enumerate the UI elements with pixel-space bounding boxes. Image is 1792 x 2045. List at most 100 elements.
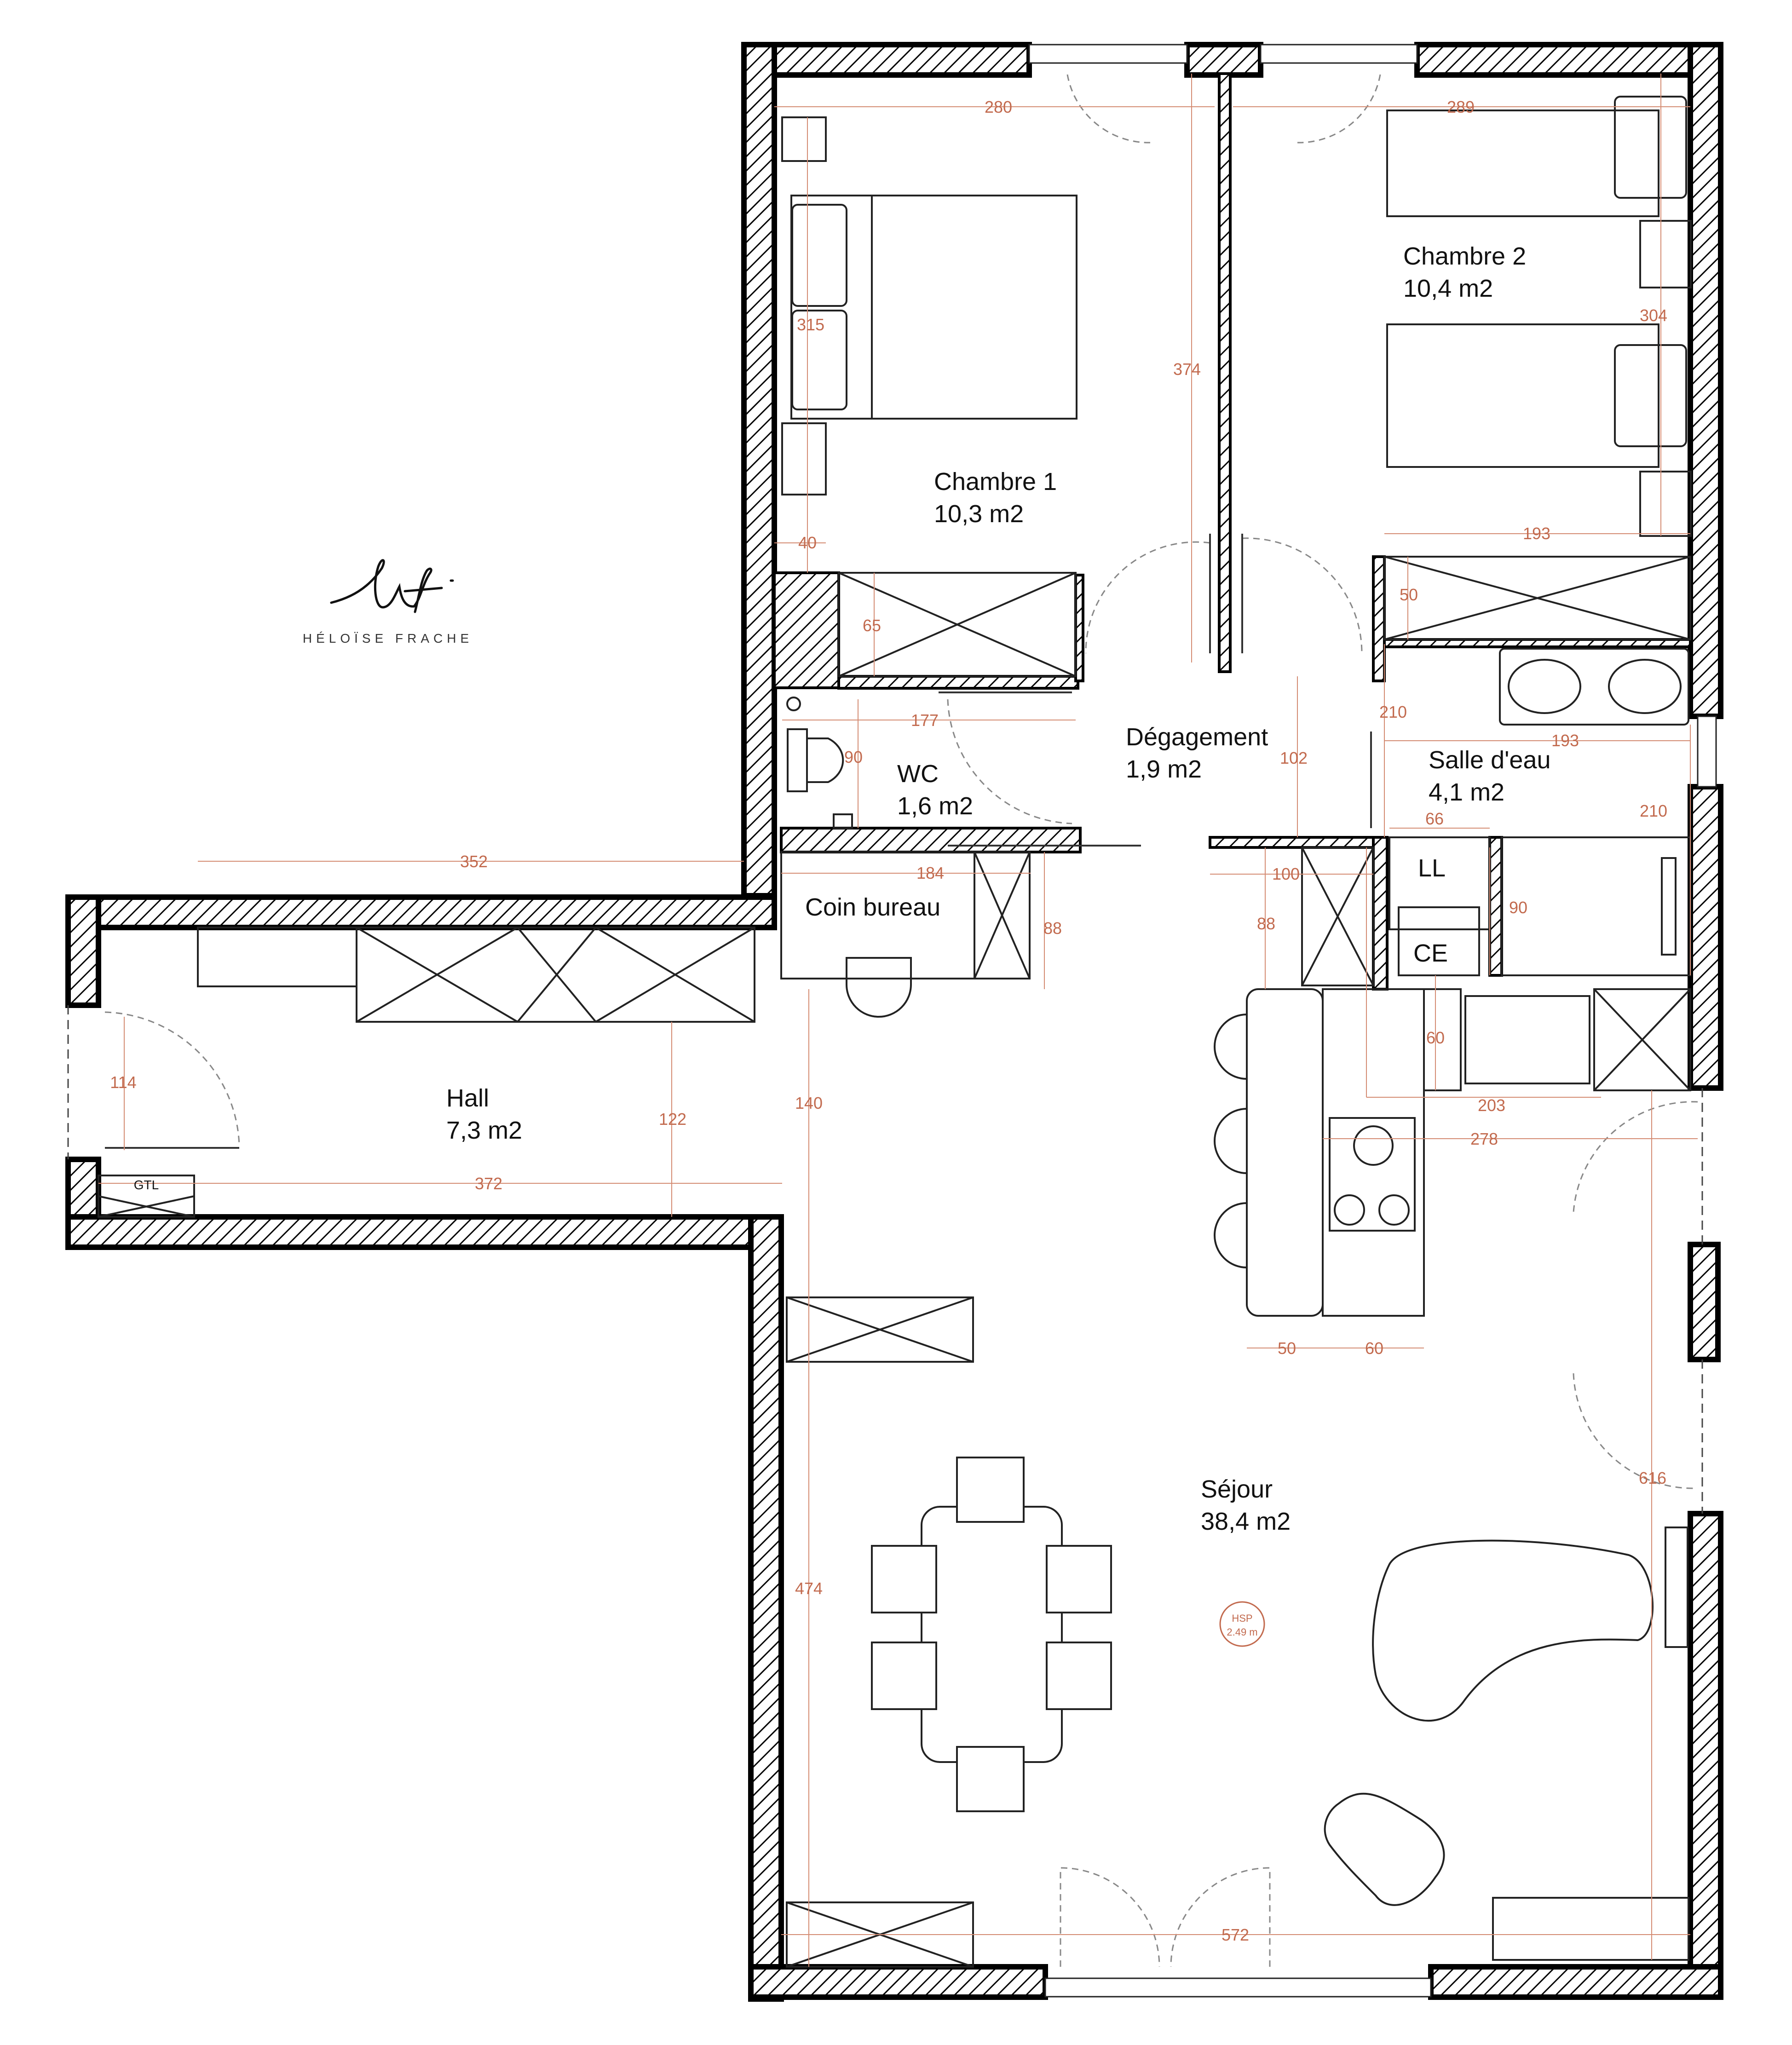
wall-sde-north <box>1383 638 1692 648</box>
closet-c1-x2 <box>838 572 1076 677</box>
desk-chair <box>846 957 912 1018</box>
tv-unit <box>1492 1897 1689 1961</box>
windows <box>67 44 1717 1998</box>
wall-west-lower <box>748 1214 784 2002</box>
hsp-badge <box>1219 1601 1265 1647</box>
wall-east-2 <box>1688 784 1723 1091</box>
toilet-icon <box>806 737 844 783</box>
dim-50-island: 50 <box>1278 1339 1296 1358</box>
nightstand-c2 <box>1639 220 1692 288</box>
wall-south-1 <box>748 1964 1048 2000</box>
desk-cabinet <box>974 851 1031 979</box>
coin-bureau-name: Coin bureau <box>805 893 940 921</box>
wall-sde-west <box>1372 555 1386 682</box>
wall-chambre1-south <box>837 675 1079 690</box>
dim-315: 315 <box>797 315 824 334</box>
wall-south-2 <box>1428 1964 1723 2000</box>
bed-2-chambre2 <box>1386 323 1659 468</box>
wc-name: WC <box>897 760 939 788</box>
hall-bench <box>197 927 357 987</box>
wall-hall-north <box>65 894 777 930</box>
sideboard <box>786 1296 974 1363</box>
door-arc-sejour-south-2 <box>1170 1867 1271 1967</box>
dim-210-right: 210 <box>1640 801 1667 820</box>
dim-616: 616 <box>1639 1469 1666 1487</box>
nightstand-2-c2 <box>1639 471 1692 537</box>
door-arc-wc <box>947 699 1072 824</box>
wall-closet-end <box>1074 574 1084 682</box>
sideboard-x2 <box>786 1296 974 1363</box>
wc-brush-icon <box>786 697 801 711</box>
hall-cabinet-x4 <box>517 927 597 1023</box>
wall-north-3 <box>1414 42 1723 78</box>
degagement-closet <box>1301 847 1374 986</box>
bar-stool-2 <box>1214 1108 1247 1174</box>
chair-6 <box>1046 1642 1112 1710</box>
door-arc-chambre2-window <box>1297 74 1381 144</box>
window-chambre1 <box>1028 44 1188 64</box>
pillow-bed2-c2 <box>1614 344 1687 447</box>
degagement-name: Dégagement <box>1126 723 1268 751</box>
dim-177: 177 <box>911 711 939 730</box>
wall-degagement-south <box>1209 836 1375 849</box>
dim-193-top: 193 <box>1523 524 1550 543</box>
sink-1-icon <box>1508 659 1581 714</box>
dim-352: 352 <box>460 852 488 871</box>
dimension-labels: 280 289 315 374 304 40 193 65 50 177 90 … <box>110 98 1667 1944</box>
chambre1-area: 10,3 m2 <box>934 500 1024 528</box>
chambre1-name: Chambre 1 <box>934 468 1057 495</box>
bar-stool-3 <box>1214 1202 1247 1268</box>
dim-114: 114 <box>110 1073 136 1092</box>
door-arc-chambre2 <box>1242 537 1363 654</box>
wc-tank <box>787 728 808 792</box>
degagement-area: 1,9 m2 <box>1126 755 1202 783</box>
wall-chambre1-closet <box>773 571 840 689</box>
dim-65: 65 <box>863 616 881 635</box>
chair-3 <box>871 1545 937 1613</box>
hsp-title: HSP <box>1232 1613 1252 1624</box>
chair-1 <box>956 1457 1025 1523</box>
hsp-value: 2.49 m <box>1227 1626 1257 1638</box>
dim-374: 374 <box>1173 360 1201 379</box>
wall-between-bedrooms <box>1218 72 1232 673</box>
dimension-lines <box>98 74 1698 1967</box>
ll-label: LL <box>1418 854 1446 882</box>
dim-572: 572 <box>1222 1925 1249 1944</box>
bed-chambre1 <box>790 195 1078 420</box>
dim-280: 280 <box>985 98 1012 116</box>
armchair <box>1324 1792 1445 1906</box>
dim-90-wc: 90 <box>844 748 863 766</box>
dim-60-island: 60 <box>1365 1339 1383 1358</box>
sink-2-icon <box>1608 659 1682 714</box>
wall-sde-west-lower <box>1372 836 1389 991</box>
chair-5 <box>1046 1545 1112 1613</box>
closet-c2-x2 <box>1384 556 1691 640</box>
wall-hall-west-top <box>65 894 101 1008</box>
closet-c2 <box>1383 556 1691 640</box>
dim-90-shower: 90 <box>1509 898 1527 917</box>
gtl-label: GTL <box>134 1178 159 1192</box>
dim-102: 102 <box>1280 749 1308 767</box>
washing-machine <box>1389 836 1491 930</box>
chambre2-area: 10,4 m2 <box>1403 275 1493 302</box>
dim-88-degagement: 88 <box>1257 914 1275 933</box>
window-sejour-south <box>1044 1977 1432 1998</box>
wall-east-4 <box>1688 1511 1723 1999</box>
dim-203: 203 <box>1478 1096 1505 1115</box>
furniture <box>98 96 1692 1968</box>
vanity-counter <box>1499 648 1689 726</box>
dim-289: 289 <box>1447 98 1475 116</box>
wall-wc-south <box>780 827 1082 853</box>
side-table <box>1665 1527 1688 1648</box>
wall-west-upper <box>741 42 777 899</box>
kitchen-tall-unit <box>1593 988 1691 1091</box>
dim-278: 278 <box>1470 1129 1498 1148</box>
shower-drain <box>1661 857 1677 956</box>
sejour-name: Séjour <box>1201 1475 1273 1503</box>
cooktop-oven <box>1329 1117 1416 1232</box>
door-arc-chambre1 <box>1085 541 1210 654</box>
pillow-2-c1 <box>791 310 847 410</box>
door-arc-sejour-east-1 <box>1573 1101 1698 1213</box>
pillow-bed1-c2 <box>1614 96 1687 199</box>
